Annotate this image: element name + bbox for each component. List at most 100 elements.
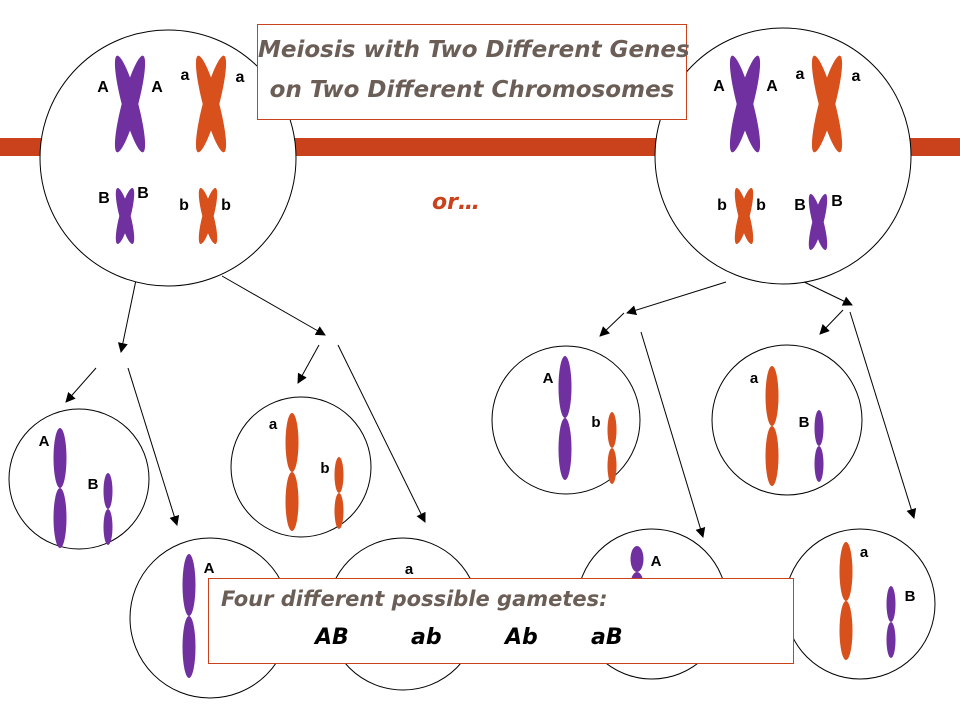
chromosome-B [886, 586, 896, 658]
chromosome-arm-top [886, 586, 896, 622]
chromosome-arm-top [182, 554, 196, 616]
allele-label: A [39, 433, 50, 450]
allele-label: B [905, 588, 916, 605]
allele-label: B [799, 414, 810, 431]
gamete-label-3: Ab [505, 625, 538, 650]
allele-label: a [236, 69, 245, 86]
gamete-label-1: AB [315, 625, 349, 650]
allele-label: a [181, 67, 190, 84]
allele-label: a [796, 66, 805, 83]
chromosome-arm-top [630, 546, 644, 572]
chromatid [115, 187, 135, 245]
allele-label: A [97, 79, 109, 96]
accent-bar-middle [292, 138, 660, 156]
allele-label: a [750, 370, 759, 387]
chromosome-arm-bottom [334, 493, 344, 529]
chromosome-arm-top [53, 428, 67, 488]
allele-label: b [756, 197, 766, 214]
chromosome-arm-top [839, 542, 853, 601]
or-label: or… [432, 190, 480, 215]
chromosome-arm-top [607, 412, 617, 448]
arrow-split-3a [599, 312, 625, 337]
chromosome-B-pair [808, 193, 828, 251]
allele-label: a [860, 544, 869, 561]
chromosome-arm-bottom [103, 509, 113, 545]
chromosome-A-pair [729, 55, 761, 153]
chromosome-B-pair [115, 187, 135, 245]
chromosome-arm-top [558, 356, 572, 418]
chromosome-arm-bottom [839, 601, 853, 660]
gamete-label-4: aB [591, 625, 623, 650]
chromatid [811, 55, 843, 153]
chromosome-a [285, 413, 299, 531]
cell-gamete-Ab-1: Ab [491, 345, 641, 495]
allele-label: B [88, 476, 99, 493]
arrows-layer [65, 275, 917, 538]
chromosome-b [607, 412, 617, 484]
chromosome-A [182, 554, 196, 678]
allele-label: B [831, 193, 843, 210]
title-line-2: on Two Different Chromosomes [269, 77, 675, 103]
allele-label: a [852, 68, 861, 85]
cell-outline [654, 27, 912, 285]
chromatid [734, 187, 754, 245]
accent-bar-right [908, 138, 960, 156]
chromosome-a [839, 542, 853, 660]
chromosome-arm-bottom [765, 426, 779, 486]
chromosome-arm-bottom [607, 448, 617, 484]
arrow-split-4a [819, 309, 844, 335]
allele-label: b [717, 197, 727, 214]
chromatid [729, 55, 761, 153]
gamete-label-2: ab [411, 625, 442, 650]
arrow-split-1b [127, 367, 180, 526]
cell-parent-right: A Aa a b b B B [654, 27, 912, 285]
cell-outline [39, 29, 297, 287]
chromosome-arm-top [285, 413, 299, 472]
chromosome-arm-top [765, 366, 779, 426]
cell-gamete-aB-1: aB [711, 344, 863, 496]
allele-label: A [543, 370, 554, 387]
allele-label: a [269, 416, 278, 433]
allele-label: A [766, 78, 778, 95]
allele-label: A [204, 560, 215, 577]
cell-outline [711, 344, 863, 496]
arrow-split-4b [849, 311, 917, 519]
chromatid [195, 55, 227, 153]
allele-label: a [405, 561, 414, 578]
cell-gamete-ab-1: ab [230, 396, 372, 538]
arrow-left-parent-to-1 [117, 279, 137, 353]
chromosome-arm-bottom [53, 488, 67, 548]
arrow-right-parent-to-1 [626, 281, 727, 316]
allele-label: B [137, 185, 149, 202]
summary-box: Four different possible gametes: AB ab A… [208, 578, 794, 664]
chromosome-A [53, 428, 67, 548]
chromosome-b [334, 457, 344, 529]
chromatid [198, 187, 218, 245]
chromosome-B [103, 473, 113, 545]
chromatid [114, 55, 146, 153]
arrow-split-3b [640, 331, 706, 538]
arrow-right-parent-to-2 [799, 279, 853, 306]
chromosome-arm-bottom [814, 446, 824, 482]
chromosome-arm-bottom [285, 472, 299, 531]
arrow-split-1a [65, 367, 97, 403]
summary-heading: Four different possible gametes: [221, 587, 608, 611]
chromosome-b-pair [198, 187, 218, 245]
chromosome-b-pair [734, 187, 754, 245]
arrow-split-2b [337, 344, 426, 523]
allele-label: B [794, 197, 806, 214]
chromosome-A [558, 356, 572, 480]
chromosome-arm-top [334, 457, 344, 493]
cell-outline [230, 396, 372, 538]
allele-label: A [713, 78, 725, 95]
accent-bar-left [0, 138, 44, 156]
cell-gamete-AB-1: AB [8, 408, 150, 550]
chromosome-B [814, 410, 824, 482]
arrow-split-2a [297, 344, 320, 384]
title-line-1: Meiosis with Two Different Genes [258, 37, 690, 63]
allele-label: b [179, 197, 189, 214]
